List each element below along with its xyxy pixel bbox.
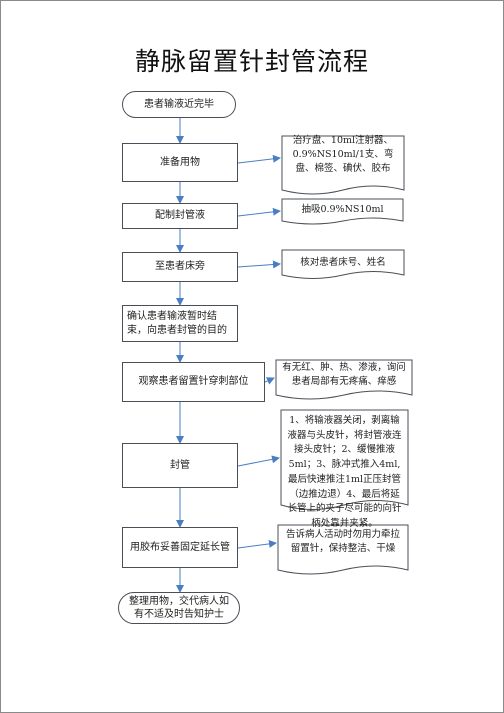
page-title: 静脉留置针封管流程 <box>134 47 369 76</box>
step-seal-tube-label: 封管 <box>170 459 190 471</box>
step-observe-puncture-site: 观察患者留置针穿刺部位 <box>122 362 265 402</box>
note-shape-4 <box>275 359 413 400</box>
arrow-s3-to-note3 <box>237 260 281 269</box>
note-shape-1 <box>281 135 405 195</box>
step-go-to-bedside: 至患者床旁 <box>122 252 238 282</box>
step-prepare-solution: 配制封管液 <box>122 203 238 229</box>
start-label: 患者输液近完毕 <box>144 98 214 110</box>
step-fix-extension-tube: 用胶布妥善固定延长管 <box>122 527 238 568</box>
note-patient-advice: 告诉病人活动时勿用力牵拉留置针，保持整洁、干燥 <box>285 529 400 554</box>
start-node: 患者输液近完毕 <box>122 91 236 118</box>
arrow-s2-to-note2 <box>237 207 281 217</box>
note-shape-3 <box>281 249 405 279</box>
step-go-to-bedside-label: 至患者床旁 <box>155 261 205 273</box>
note-verify-patient: 核对患者床号、姓名 <box>300 257 386 268</box>
step-confirm-infusion-end: 确认患者输液暂时结束，向患者封管的目的 <box>122 305 238 342</box>
note-shape-5 <box>280 409 409 510</box>
note-check-site: 有无红、肿、热、渗液，询问患者局部有无疼痛、痒感 <box>282 362 406 387</box>
note-draw-saline: 抽吸0.9%NS10ml <box>301 204 384 215</box>
note-shape-6 <box>277 524 409 575</box>
arrow-s1-to-note1 <box>237 154 281 164</box>
step-prepare-supplies: 准备用物 <box>122 143 238 182</box>
step-prepare-supplies-label: 准备用物 <box>160 156 200 168</box>
step-seal-tube: 封管 <box>122 443 238 488</box>
arrow-s7-to-note6 <box>237 539 277 549</box>
step-observe-puncture-site-label: 观察患者留置针穿刺部位 <box>138 376 249 388</box>
step-prepare-solution-label: 配制封管液 <box>155 210 205 222</box>
step-fix-extension-tube-label: 用胶布妥善固定延长管 <box>130 541 230 553</box>
note-shape-2 <box>281 198 404 225</box>
arrow-s5-to-note4 <box>264 377 275 385</box>
end-label: 整理用物，交代病人如有不适及时告知护士 <box>129 595 229 621</box>
arrow-s6-to-note5 <box>237 455 280 467</box>
end-node: 整理用物，交代病人如有不适及时告知护士 <box>118 592 240 624</box>
step-confirm-infusion-end-label: 确认患者输液暂时结束，向患者封管的目的 <box>127 311 227 336</box>
note-sealing-procedure: 1、将输液器关闭，剥离输液器与头皮针，将封管液连接头皮针；2、缓慢推液5ml；3… <box>287 415 402 530</box>
note-supplies-list: 治疗盘、10ml注射器、0.9%NS10ml/1支、弯盘、棉签、碘伏、胶布 <box>292 135 394 174</box>
